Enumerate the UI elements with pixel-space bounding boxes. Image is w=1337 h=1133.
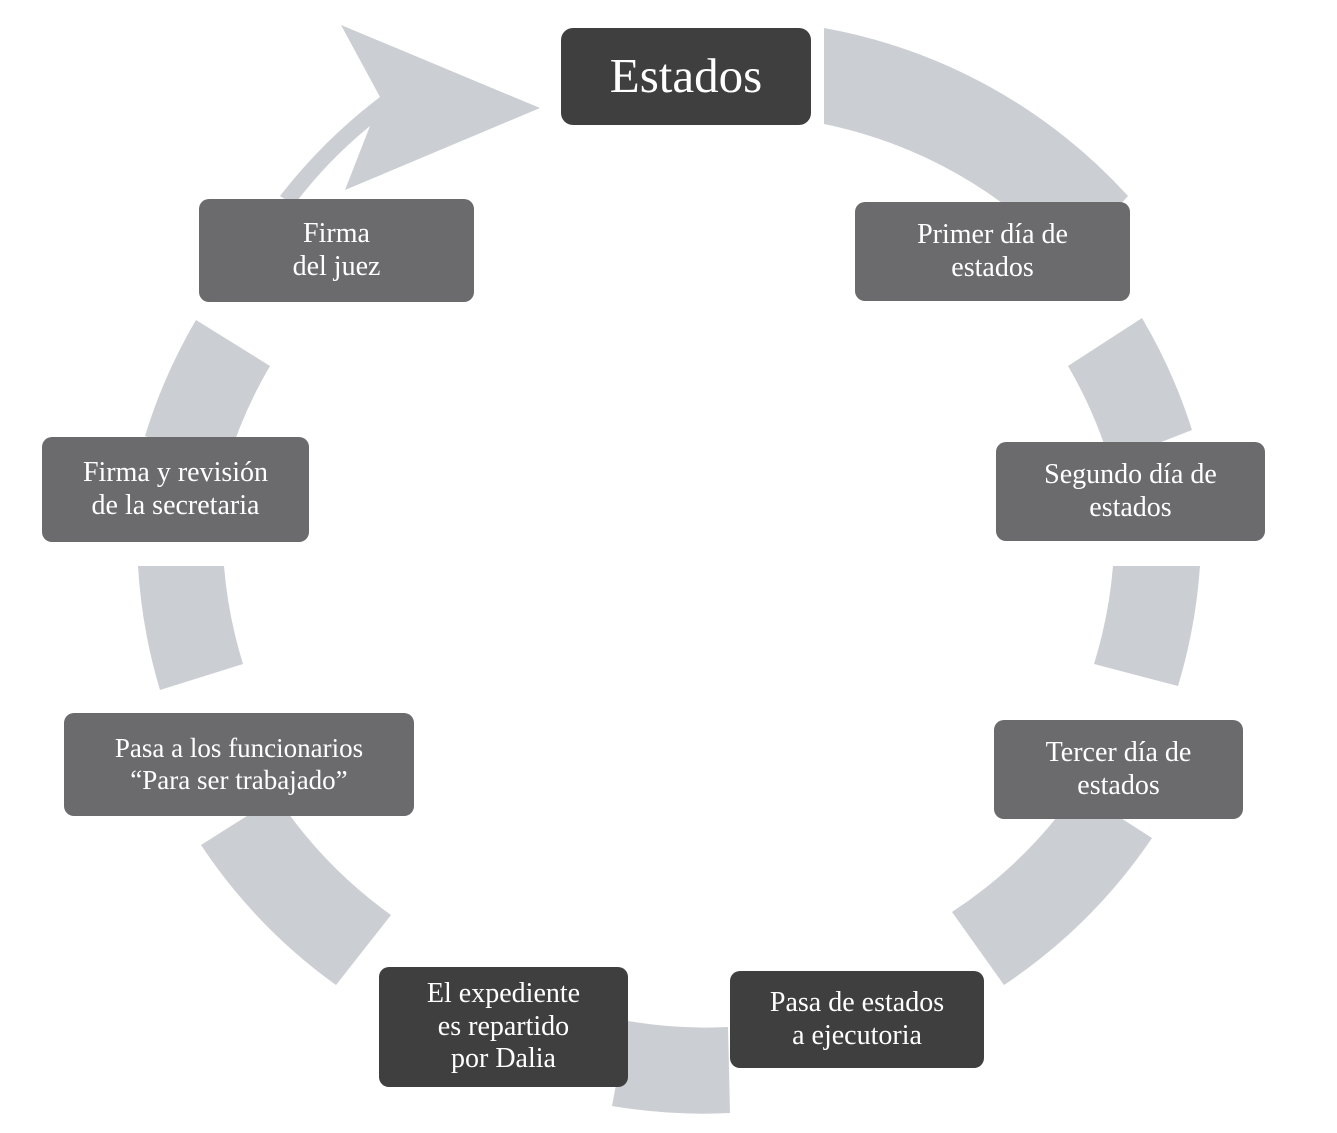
cycle-node-pasa-funcionarios[interactable]: Pasa a los funcionarios “Para ser trabaj… <box>64 713 414 816</box>
cycle-node-tercer-dia[interactable]: Tercer día de estados <box>994 720 1243 819</box>
cycle-node-segundo-dia[interactable]: Segundo día de estados <box>996 442 1265 541</box>
cycle-node-firma-juez[interactable]: Firma del juez <box>199 199 474 302</box>
cycle-node-estados[interactable]: Estados <box>561 28 811 125</box>
cycle-node-firma-secretaria[interactable]: Firma y revisión de la secretaria <box>42 437 309 542</box>
cycle-node-primer-dia[interactable]: Primer día de estados <box>855 202 1130 301</box>
cycle-node-pasa-ejecutoria[interactable]: Pasa de estados a ejecutoria <box>730 971 984 1068</box>
cycle-node-expediente-dalia[interactable]: El expediente es repartido por Dalia <box>379 967 628 1087</box>
